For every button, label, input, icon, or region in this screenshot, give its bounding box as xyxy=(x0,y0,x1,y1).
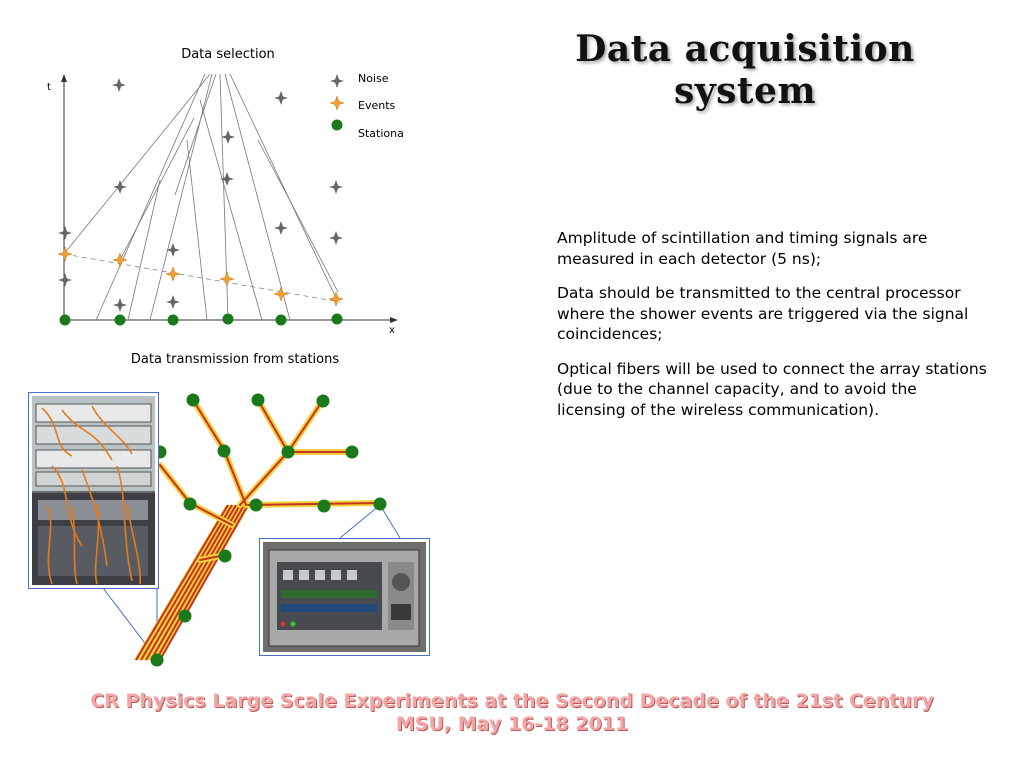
noise-star-icon xyxy=(58,226,72,240)
station-dot xyxy=(183,497,197,511)
fiber-trunk xyxy=(134,504,250,661)
orange-star-icon xyxy=(329,95,345,111)
paragraph-transmission: Data should be transmitted to the centra… xyxy=(557,284,969,343)
event-star-icon xyxy=(273,286,289,302)
noise-star-icon xyxy=(329,231,343,245)
station-dot xyxy=(275,314,287,326)
station-dot xyxy=(186,393,200,407)
noise-markers xyxy=(58,78,343,312)
station-dot xyxy=(218,549,232,563)
data-selection-diagram: Data selection t x xyxy=(47,47,404,367)
noise-star-icon xyxy=(58,273,72,287)
station-dot xyxy=(222,313,234,325)
noise-star-icon xyxy=(221,130,235,144)
legend-noise-label: Noise xyxy=(358,72,389,85)
legend-stations-label: Stationa xyxy=(358,127,404,140)
station-dot xyxy=(281,445,295,459)
event-front-line xyxy=(63,253,341,303)
noise-star-icon xyxy=(112,78,126,92)
noise-star-icon xyxy=(274,91,288,105)
footer-conference: CR Physics Large Scale Experiments at th… xyxy=(90,690,934,712)
station-markers xyxy=(59,313,343,326)
noise-star-icon xyxy=(274,221,288,235)
noise-star-icon xyxy=(220,172,234,186)
fiber-rack-photo xyxy=(28,392,159,589)
station-dot xyxy=(345,445,359,459)
gray-star-icon xyxy=(330,74,344,88)
noise-star-icon xyxy=(329,180,343,194)
station-dot xyxy=(59,314,71,326)
paragraph-optical-fibers: Optical fibers will be used to connect t… xyxy=(557,359,987,419)
footer-venue-date: MSU, May 16-18 2011 xyxy=(395,713,629,735)
station-dot xyxy=(217,444,231,458)
top-caption: Data selection xyxy=(181,47,275,62)
event-star-icon xyxy=(328,291,344,307)
station-electronics-photo xyxy=(259,538,430,656)
event-star-icon xyxy=(165,266,181,282)
axis-x-label: x xyxy=(389,325,395,336)
noise-star-icon xyxy=(113,298,127,312)
noise-star-icon xyxy=(166,243,180,257)
station-dot xyxy=(178,609,192,623)
station-dot xyxy=(331,313,343,325)
bottom-caption: Data transmission from stations xyxy=(131,352,339,367)
event-star-icon xyxy=(112,252,128,268)
noise-star-icon xyxy=(113,180,127,194)
shower-lines xyxy=(63,73,339,321)
axis-t-label: t xyxy=(47,82,51,93)
fiber-network-diagram xyxy=(102,393,401,667)
station-dot xyxy=(150,653,164,667)
fiber-branches xyxy=(157,397,383,563)
green-dot-icon xyxy=(331,119,343,131)
legend: Noise Events Stationa xyxy=(329,72,404,140)
station-dot xyxy=(249,498,263,512)
station-dot xyxy=(251,393,265,407)
station-dot xyxy=(114,314,126,326)
footer: CR Physics Large Scale Experiments at th… xyxy=(0,690,1024,736)
slide-title: Data acquisition system xyxy=(575,28,915,112)
station-dot xyxy=(167,314,179,326)
event-star-icon xyxy=(57,246,73,262)
event-markers xyxy=(57,246,344,307)
event-star-icon xyxy=(219,271,235,287)
station-dot xyxy=(316,394,330,408)
station-dot xyxy=(373,497,387,511)
body-text: Amplitude of scintillation and timing si… xyxy=(557,228,987,434)
paragraph-amplitude: Amplitude of scintillation and timing si… xyxy=(557,229,928,268)
tree-stations xyxy=(150,393,387,667)
noise-star-icon xyxy=(166,295,180,309)
station-dot xyxy=(317,499,331,513)
legend-events-label: Events xyxy=(358,99,396,112)
